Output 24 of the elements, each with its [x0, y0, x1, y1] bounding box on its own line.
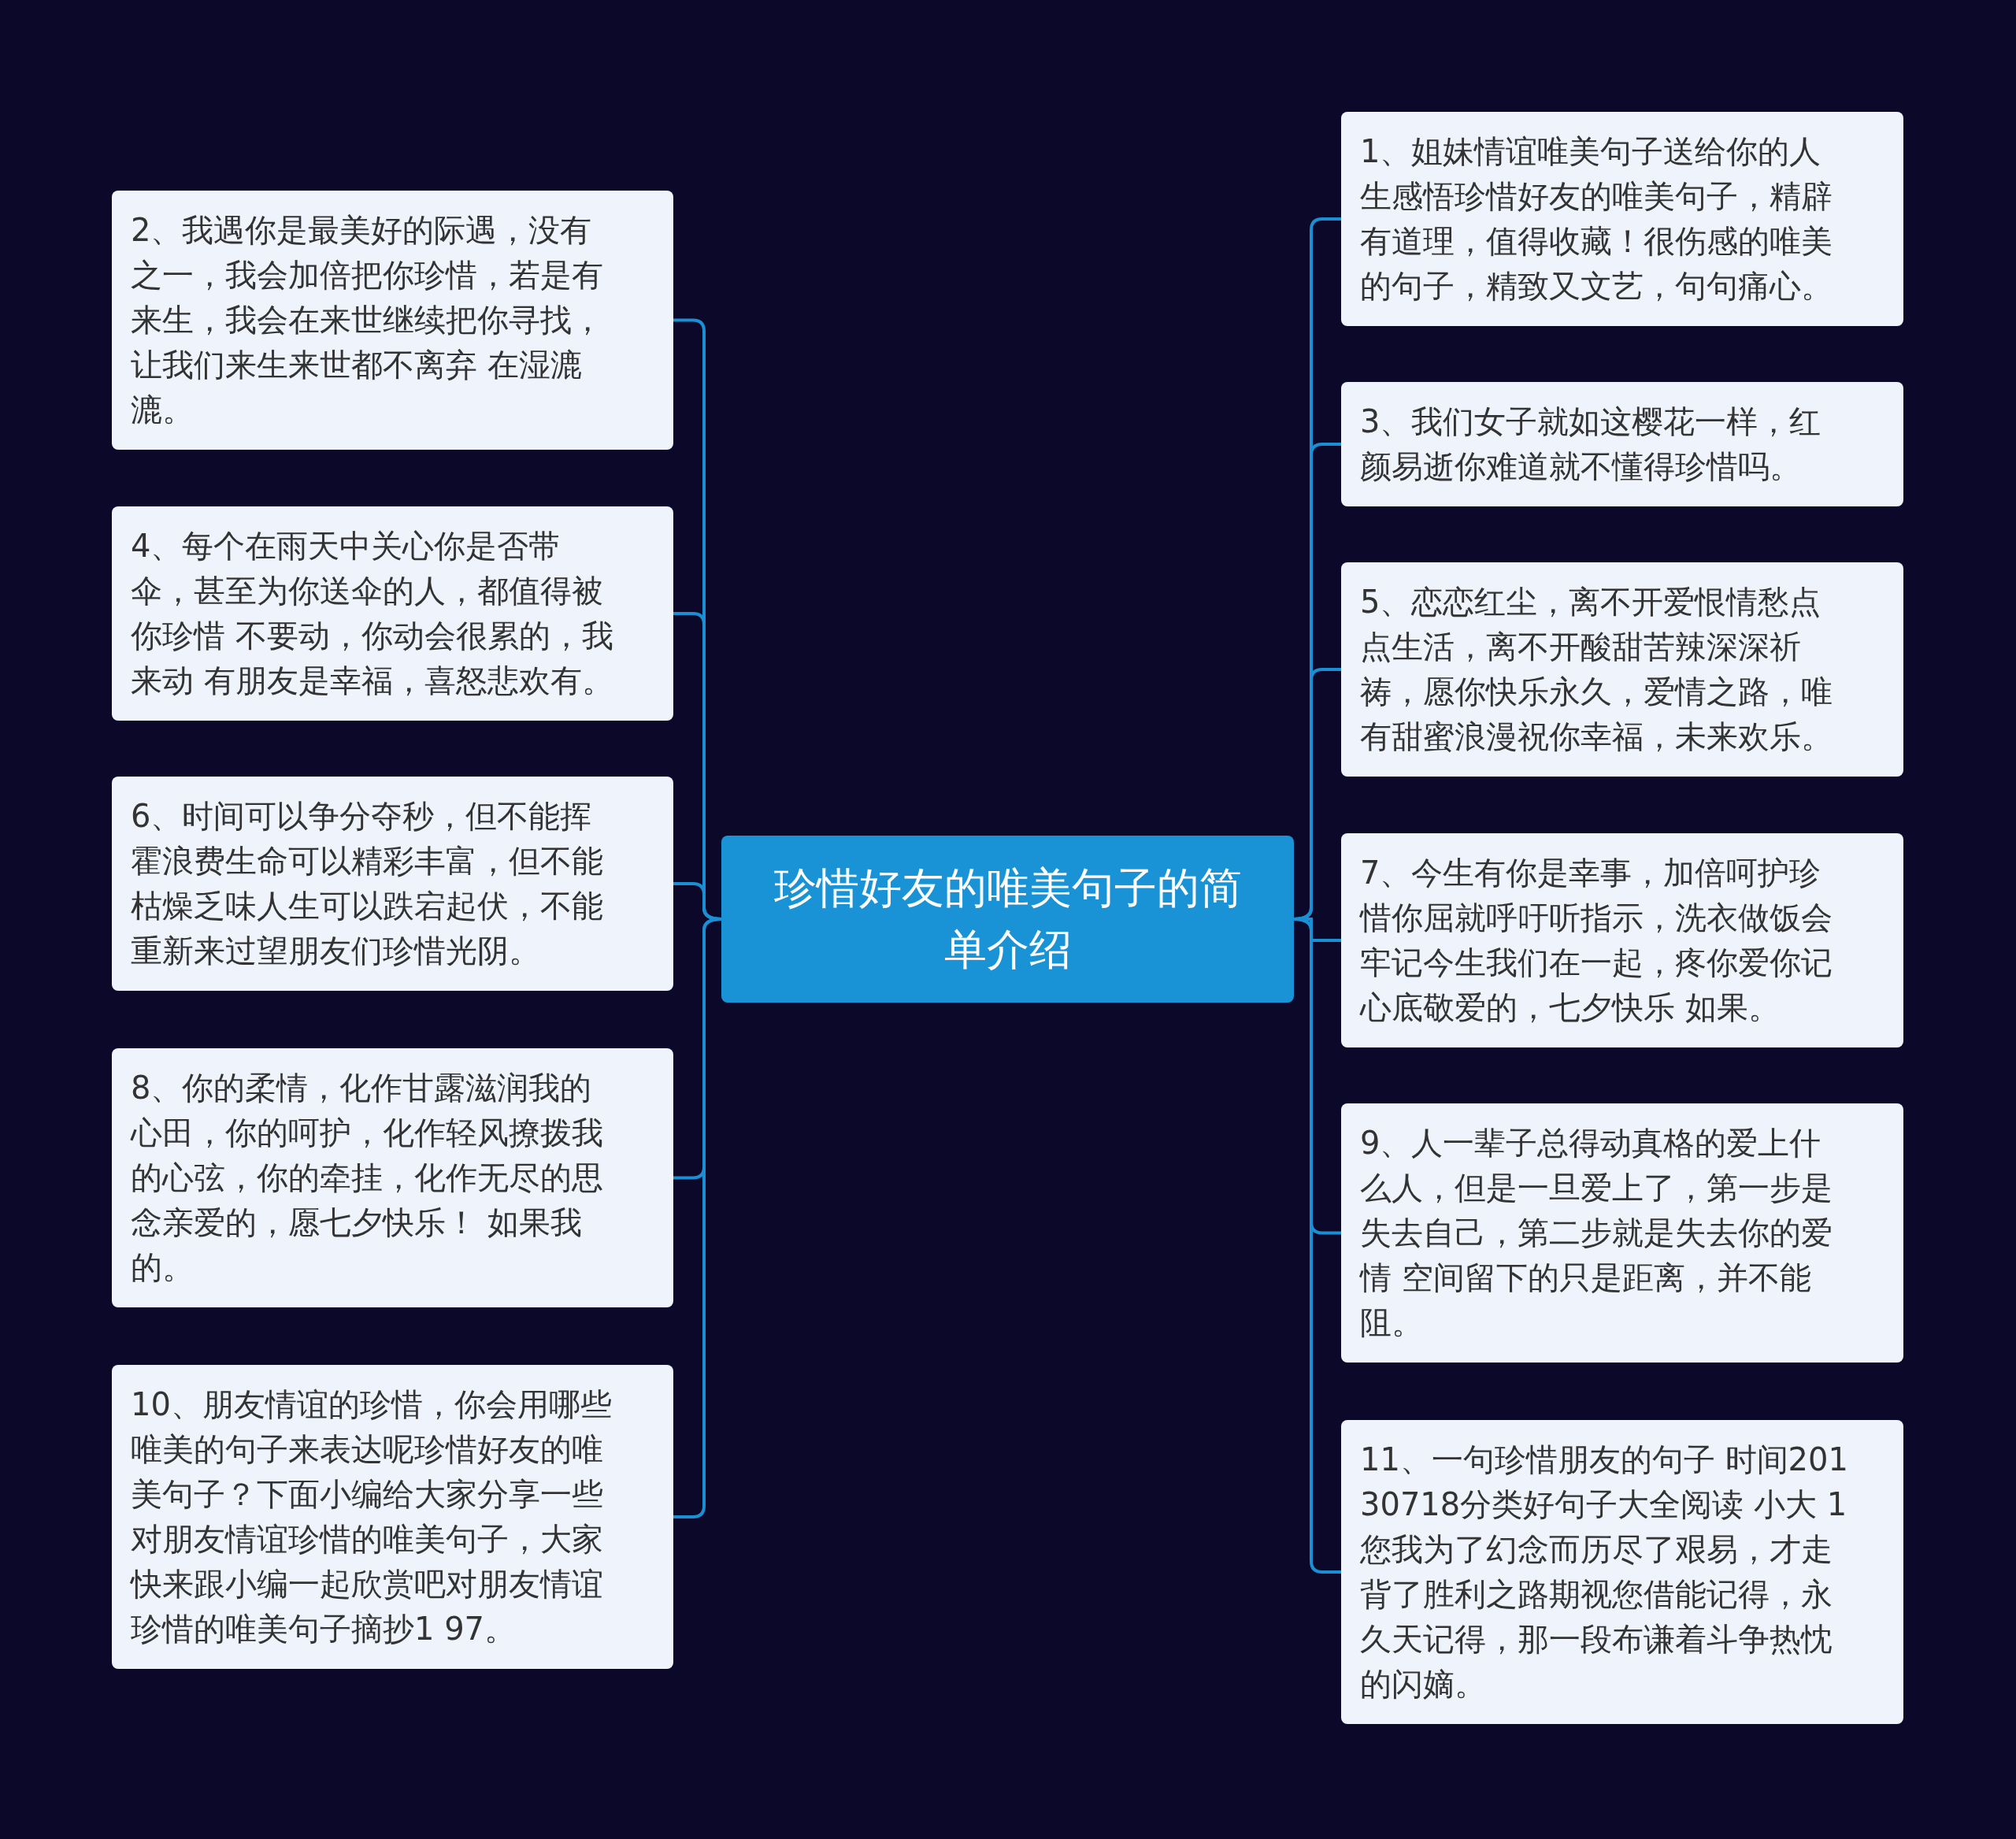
text-card	[1341, 382, 1903, 506]
topic-title: 珍惜好友的唯美句子的简单介绍	[773, 862, 1243, 976]
card-text: 8、你的柔情，化作甘露滋润我的心田，你的呵护，化作轻风撩拨我的心弦，你的牵挂，化作无尽的思念亲爱的，愿七夕快乐！ 如果我的。	[131, 1069, 604, 1287]
card-text: 9、人一辈子总得动真格的爱上什么人，但是一旦爱上了，第一步是失去自己，第二步就是失去你的爱情 空间留下的只是距离，并不能阻。	[1360, 1124, 1833, 1342]
card-text: 6、时间可以争分夺秒，但不能挥霍浪费生命可以精彩丰富，但不能枯燥乏味人生可以跌宕起伏，不能重新来过望朋友们珍惜光阴。	[131, 797, 604, 970]
card-text: 1、姐妹情谊唯美句子送给你的人生感悟珍惜好友的唯美句子，精辟有道理，值得收藏！很伤感的唯美的句子，精致又文艺，句句痛心。	[1360, 132, 1833, 306]
text-card	[1341, 562, 1903, 777]
card-text: 2、我遇你是最美好的际遇，没有之一，我会加倍把你珍惜，若是有来生，我会在来世继续把你寻找，让我们来生来世都不离弃 在湿漉漉。	[131, 211, 604, 429]
text-card	[112, 1365, 673, 1669]
text-card	[1341, 833, 1903, 1047]
card-text: 5、恋恋红尘，离不开爱恨情愁点点生活，离不开酸甜苦辣深深祈祷，愿你快乐永久，爱情之路，唯有甜蜜浪漫祝你幸福，未来欢乐。	[1360, 583, 1833, 756]
text-card	[1341, 1420, 1903, 1724]
topic-box	[721, 836, 1294, 1003]
text-card	[112, 777, 673, 991]
text-card	[1341, 1103, 1903, 1363]
text-card	[112, 1048, 673, 1307]
card-text: 3、我们女子就如这樱花一样，红颜易逝你难道就不懂得珍惜吗。	[1360, 402, 1822, 486]
card-text: 4、每个在雨天中关心你是否带伞，甚至为你送伞的人，都值得被你珍惜 不要动，你动会很累的，我来动 有朋友是幸福，喜怒悲欢有。	[131, 527, 614, 700]
text-card	[112, 191, 673, 450]
card-text: 10、朋友情谊的珍惜，你会用哪些唯美的句子来表达呢珍惜好友的唯美句子？下面小编给大家分享一些对朋友情谊珍惜的唯美句子，大家快来跟小编一起欣赏吧对朋友情谊珍惜的唯美句子摘抄1 97。	[131, 1385, 613, 1648]
card-text: 7、今生有你是幸事，加倍呵护珍惜你屈就呼吁听指示，洗衣做饭会牢记今生我们在一起，疼你爱你记心底敬爱的，七夕快乐 如果。	[1360, 854, 1833, 1027]
card-text: 11、一句珍惜朋友的句子 时间20130718分类好句子大全阅读 小大 1您我为了幻念而历尽了艰易，才走背了胜利之路期视您借能记得，永久天记得，那一段布谦着斗争热忱的闪嫡。	[1360, 1440, 1849, 1704]
text-card	[1341, 112, 1903, 326]
text-card	[112, 506, 673, 721]
